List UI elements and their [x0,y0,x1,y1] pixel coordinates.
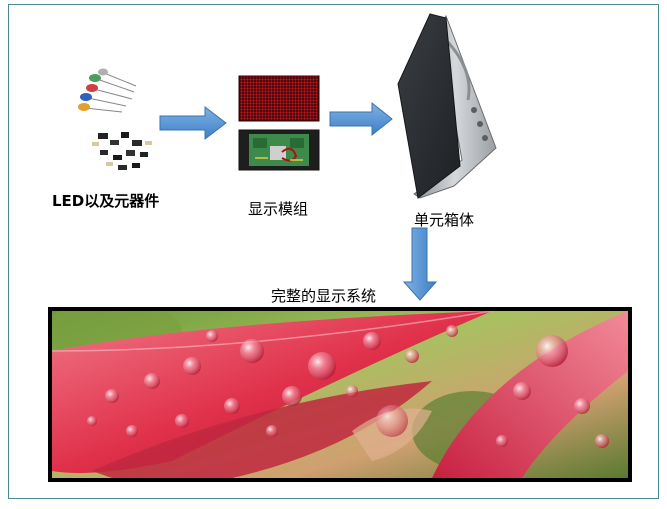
smd-chips-icon [92,132,152,170]
label-unit-cabinet: 单元箱体 [414,211,475,229]
leaf-photo [52,311,628,478]
led-lamp-icon [78,68,137,113]
label-display-module: 显示模组 [248,200,309,218]
led-display-photo [48,307,632,482]
led-cabinet-image [397,13,497,199]
arrow-components-to-module [159,105,227,141]
arrow-module-to-cabinet [329,101,393,137]
led-components-image [78,68,152,170]
arrow-cabinet-to-system [402,227,438,301]
led-module-image [238,75,320,171]
led-module-back [238,129,320,171]
label-led-components: LED以及元器件 [52,192,160,210]
led-module-front [238,75,320,122]
water-drops [87,325,609,448]
label-complete-system: 完整的显示系统 [271,287,377,305]
